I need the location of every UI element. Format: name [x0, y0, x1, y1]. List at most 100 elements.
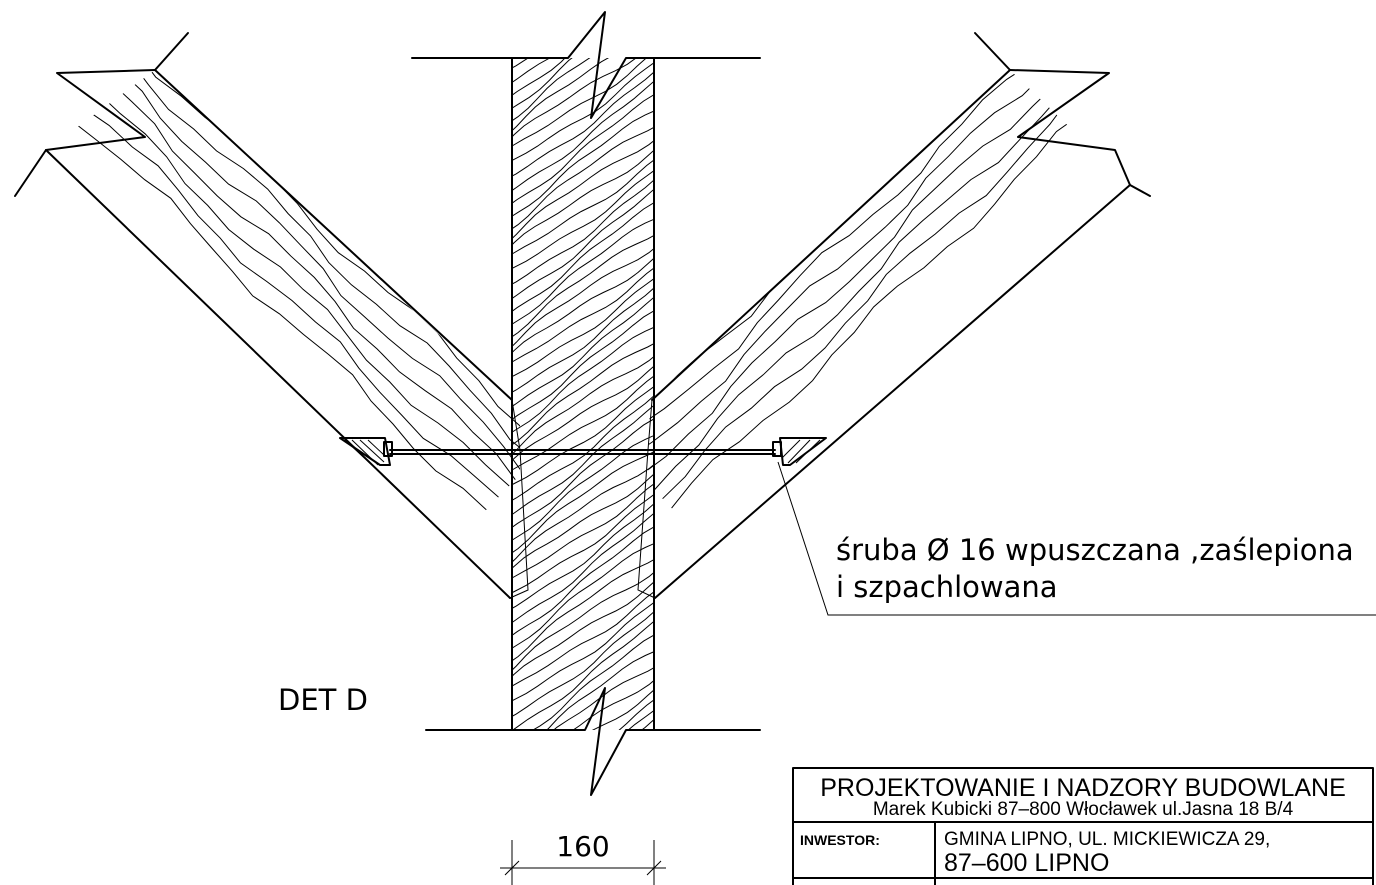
wood-grain-line: [512, 472, 654, 660]
wood-grain-line: [645, 70, 1088, 371]
wood-grain-line: [512, 271, 654, 455]
right-break-top: [974, 32, 1011, 71]
annotation-leader: [777, 461, 1376, 616]
bolt-left-hatch: [344, 439, 385, 466]
company-name: PROJEKTOWANIE I NADZORY BUDOWLANE: [820, 774, 1346, 802]
center-post: [411, 11, 761, 796]
right-rafter-top-edge: [651, 69, 1011, 401]
post-break-bottom: [425, 687, 761, 796]
wood-grain-line: [180, 70, 520, 260]
wood-grain-line: [512, 427, 654, 616]
wood-grain-line: [512, 391, 654, 573]
bolt-left-nut: [383, 441, 393, 457]
wood-grain-line: [512, 221, 654, 412]
wood-grain-line: [512, 58, 654, 184]
wood-grain-line: [131, 70, 520, 309]
center-post-grain: [512, 58, 654, 730]
wood-grain-line: [512, 295, 654, 478]
wood-grain-line: [645, 70, 1006, 276]
title-block: PROJEKTOWANIE I NADZORY BUDOWLANE Marek …: [792, 767, 1374, 885]
wood-grain-line: [512, 58, 654, 228]
wood-grain-line: [645, 70, 921, 195]
wood-grain-line: [343, 70, 520, 96]
post-break-top: [411, 11, 761, 119]
wood-grain-line: [512, 58, 654, 76]
wood-grain-line: [512, 565, 654, 730]
wood-grain-line: [645, 70, 1130, 409]
wood-grain-line: [512, 511, 654, 694]
investor-label: INWESTOR:: [800, 832, 880, 848]
wood-grain-line: [512, 319, 654, 508]
dimension-tick-right: [646, 860, 662, 876]
wood-grain-line: [512, 147, 654, 336]
wood-grain-line: [46, 70, 520, 447]
wood-grain-line: [645, 70, 912, 186]
wood-grain-line: [645, 70, 851, 121]
wood-grain-line: [512, 661, 654, 730]
wood-grain-line: [512, 58, 654, 154]
right-joint-line: [637, 399, 656, 599]
wood-grain-line: [167, 70, 520, 271]
wood-grain-line: [512, 643, 654, 730]
wood-grain-line: [52, 70, 520, 398]
wood-grain-line: [512, 79, 654, 262]
wood-grain-line: [512, 58, 654, 88]
wood-grain-line: [512, 307, 654, 493]
wood-grain-line: [512, 607, 654, 730]
wood-grain-line: [125, 70, 520, 322]
wood-grain-line: [270, 70, 520, 171]
bolt-left-recess: [339, 437, 391, 466]
wood-grain-line: [671, 70, 1130, 509]
wood-grain-line: [512, 415, 654, 601]
wood-grain-line: [645, 70, 982, 259]
wood-grain-line: [645, 70, 1130, 453]
wood-grain-line: [645, 70, 1081, 359]
wood-grain-line: [512, 523, 654, 710]
wood-grain-line: [512, 230, 654, 423]
wood-grain-line: [512, 211, 654, 400]
right-break-zigzag: [1009, 69, 1131, 186]
right-rafter-grain: [645, 70, 1130, 509]
wood-grain-line: [512, 58, 654, 207]
left-joint-line: [509, 399, 529, 599]
wood-grain-line: [512, 58, 654, 217]
wood-grain-line: [253, 70, 520, 185]
wood-grain-line: [46, 70, 520, 422]
wood-grain-line: [46, 70, 516, 480]
right-rafter: [645, 32, 1151, 599]
designer-address: Marek Kubicki 87–800 Włocławek ul.Jasna …: [873, 799, 1294, 820]
wood-grain-line: [645, 70, 815, 82]
wood-grain-line: [512, 457, 654, 649]
wood-grain-line: [645, 70, 843, 109]
wood-grain-line: [156, 70, 520, 284]
wood-grain-line: [512, 67, 654, 249]
wood-grain-line: [662, 70, 1130, 500]
wood-grain-line: [143, 70, 520, 296]
bolt-right-recess: [779, 437, 827, 466]
wood-grain-line: [645, 70, 957, 226]
wood-grain-line: [46, 70, 499, 498]
wood-grain-line: [645, 70, 1036, 315]
wood-grain-line: [264, 70, 520, 179]
wood-grain-line: [512, 328, 654, 520]
wood-grain-line: [512, 619, 654, 730]
wood-grain-line: [512, 58, 654, 109]
wood-grain-line: [512, 364, 654, 552]
wood-grain-line: [645, 70, 1027, 306]
wood-grain-line: [512, 199, 654, 385]
wood-grain-line: [645, 70, 1117, 396]
wood-grain-line: [512, 256, 654, 444]
left-rafter-top-edge: [154, 69, 513, 401]
wood-grain-line: [512, 113, 654, 304]
wood-grain-line: [645, 70, 974, 250]
wood-grain-line: [512, 499, 654, 681]
wood-grain-line: [645, 70, 1130, 476]
wood-grain-line: [512, 58, 654, 141]
wood-grain-line: [645, 70, 1130, 425]
wood-grain-line: [46, 70, 510, 487]
wood-grain-line: [645, 70, 1130, 444]
wood-grain-line: [289, 70, 520, 145]
dimension-160: 160: [500, 830, 666, 885]
wood-grain-line: [118, 70, 520, 330]
